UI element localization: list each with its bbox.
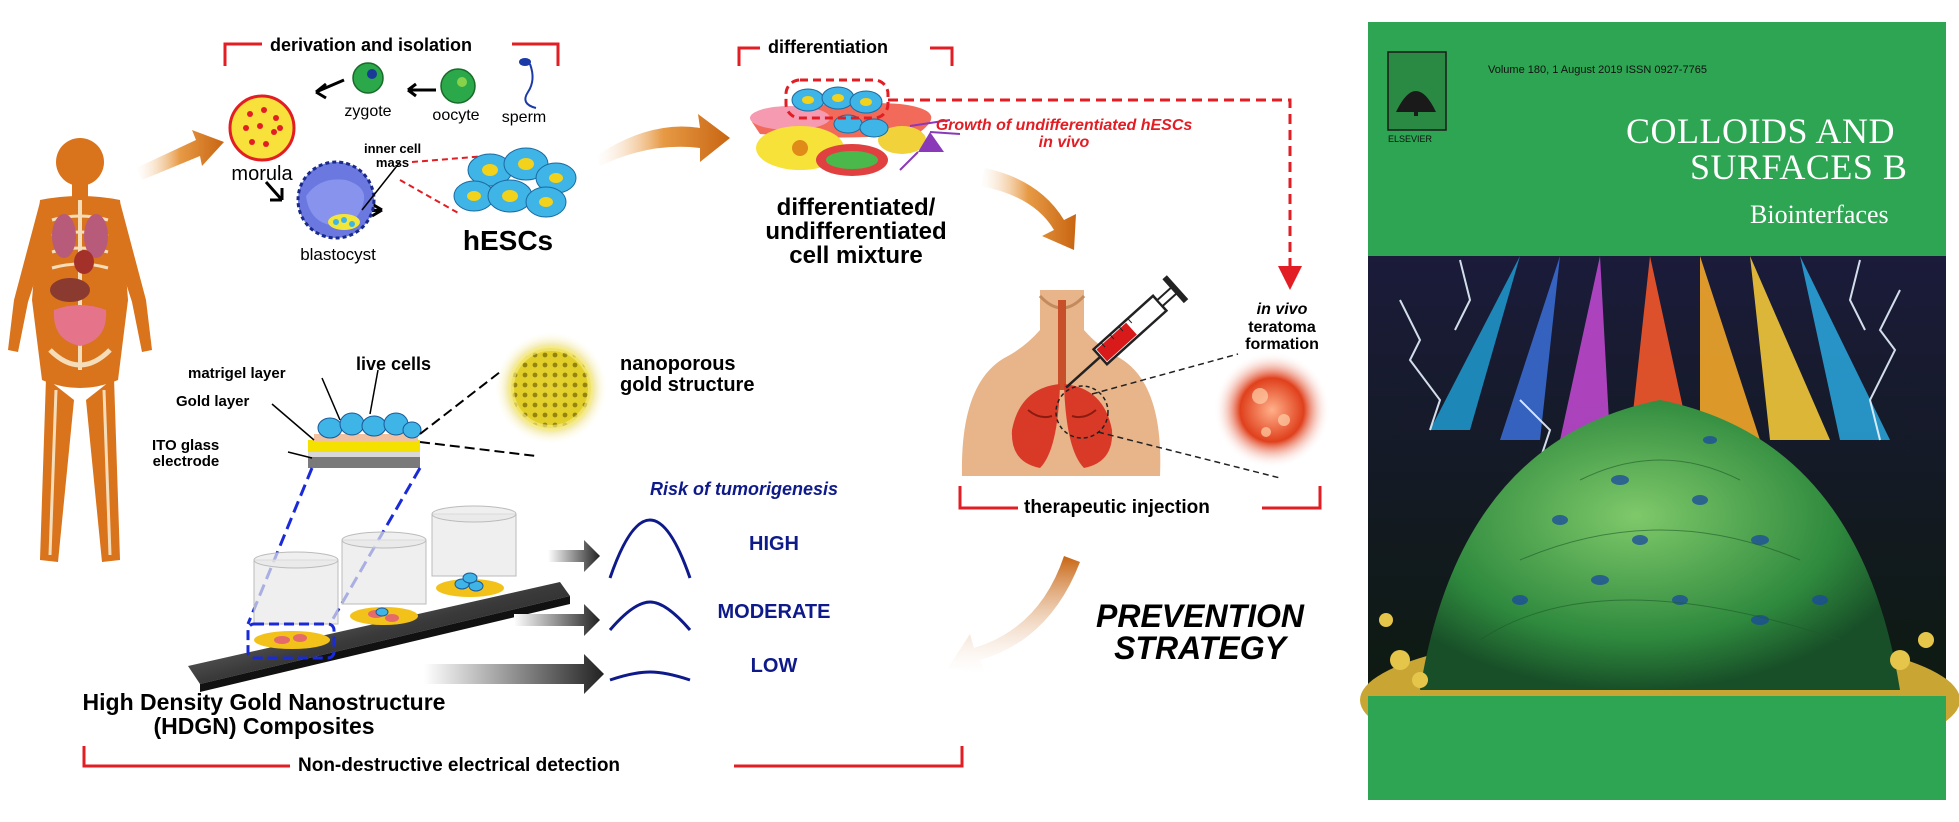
morula-label: morula [231,163,293,185]
blastocyst-cell [296,160,376,240]
electrode-layers [308,412,422,468]
torso-lungs-illustration [961,290,1161,476]
oocyte-cell [440,68,476,104]
arrow-to-injection [980,168,1076,250]
growth-arrowhead [1278,266,1302,290]
arrow-body-to-morula [136,130,224,180]
live-cells-label: live cells [356,354,432,374]
cover-publisher: ELSEVIER [1388,134,1433,144]
gold-layer-label: Gold layer [176,393,250,410]
cover-journal-line2: SURFACES B [1690,147,1908,187]
sperm-label: sperm [501,109,547,126]
inner-cell-mass-label: inner cell mass [364,141,422,170]
inner-cell-mass-pointer [361,161,401,211]
cover-journal-line1: COLLOIDS AND [1626,111,1896,151]
hescs-label: hESCs [462,225,554,256]
derivation-arrows [264,78,436,218]
risk-curve-high [608,518,692,579]
nanoporous-gold-ball [495,332,607,444]
matrigel-layer-label: matrigel layer [188,365,286,382]
nanoporous-gold-label: nanoporous gold structure [620,353,755,396]
zygote-label: zygote [344,103,392,120]
teratoma-formation-label: teratoma formation [1245,319,1319,353]
teratoma-image [1214,352,1330,468]
human-body-figure [8,138,152,562]
syringe-icon [1065,275,1189,389]
elsevier-logo [1387,51,1447,131]
differentiation-label: differentiation [768,37,888,57]
teratoma-in-vivo-label: in vivo [1256,301,1308,318]
risk-curve-low [609,670,691,682]
hdgn-chip-platform [188,505,570,692]
journal-cover [1360,22,1959,800]
arrow-risk-high [548,540,600,572]
blastocyst-label: blastocyst [300,245,376,264]
risk-level-moderate: MODERATE [717,601,831,623]
cell-mixture-illustration [750,78,961,176]
detection-label: Non-destructive electrical detection [298,755,621,776]
ito-glass-label: ITO glass electrode [152,437,220,470]
growth-note: Growth of undifferentiated hESCs in vivo [935,117,1193,151]
risk-curve-moderate [608,600,692,631]
therapeutic-injection-label: therapeutic injection [1024,497,1210,518]
cover-volume-line: Volume 180, 1 August 2019 ISSN 0927-7765 [1488,64,1707,76]
risk-level-high: HIGH [749,533,799,555]
risk-title: Risk of tumorigenesis [650,479,839,499]
derivation-label: derivation and isolation [270,35,473,55]
hesc-cluster [453,147,577,218]
sperm-cell [519,58,537,109]
arrow-to-differentiation [596,114,730,166]
arrow-risk-low [424,654,604,694]
cell-mixture-label: differentiated/ undifferentiated cell mi… [765,194,947,269]
cover-subtitle: Biointerfaces [1750,200,1889,229]
hdgn-label: High Density Gold Nanostructure (HDGN) C… [82,689,446,740]
arrow-risk-moderate [514,604,600,636]
morula-cell [228,94,296,162]
electrode-leader-lines [271,369,379,459]
arrow-prevention-return [948,556,1080,674]
oocyte-label: oocyte [432,107,480,124]
zygote-cell [352,62,384,94]
undifferentiated-growth-path [888,98,1292,268]
risk-level-low: LOW [750,655,798,677]
prevention-strategy-label: PREVENTION STRATEGY [1095,598,1305,666]
